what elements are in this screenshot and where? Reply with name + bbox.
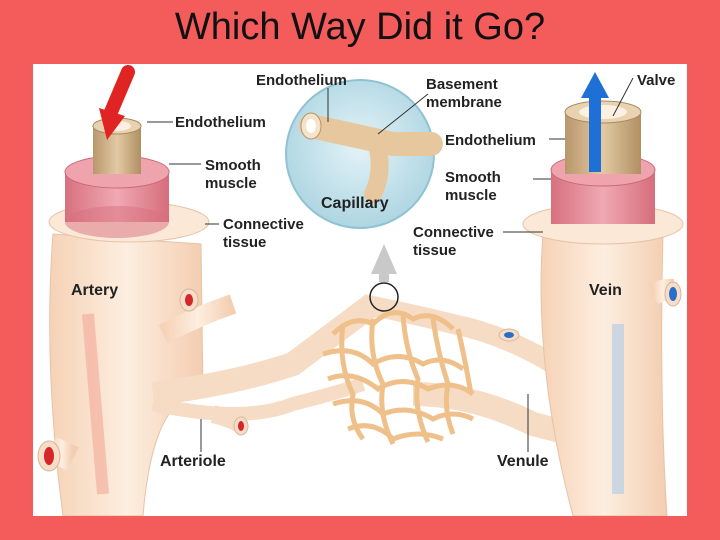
artery-vessel	[37, 65, 237, 516]
label-endothelium-artery: Endothelium	[175, 114, 266, 131]
capillary-callout	[285, 79, 443, 229]
label-arteriole: Arteriole	[160, 453, 226, 470]
label-smooth-muscle-vein-line2: muscle	[445, 187, 497, 204]
label-smooth-muscle-artery-line1: Smooth	[205, 157, 261, 174]
label-basement-line1: Basement	[426, 76, 498, 93]
leader-lines	[147, 77, 634, 452]
label-vein: Vein	[589, 282, 622, 299]
label-endothelium-capillary: Endothelium	[256, 72, 347, 89]
label-connective-artery-line2: tissue	[223, 234, 267, 251]
label-smooth-muscle-vein-line1: Smooth	[445, 169, 501, 186]
label-capillary: Capillary	[321, 195, 389, 212]
label-basement-line2: membrane	[426, 94, 502, 111]
slide-title: Which Way Did it Go?	[174, 6, 546, 48]
label-valve: Valve	[637, 72, 676, 89]
label-connective-vein-line1: Connective	[413, 224, 494, 241]
label-endothelium-vein: Endothelium	[445, 132, 536, 149]
label-connective-vein-line2: tissue	[413, 242, 457, 259]
label-artery: Artery	[71, 282, 119, 299]
label-venule: Venule	[497, 453, 549, 470]
diagram-panel: Endothelium Smooth muscle Connective tis…	[33, 64, 687, 516]
label-connective-artery-line1: Connective	[223, 216, 304, 233]
label-smooth-muscle-artery-line2: muscle	[205, 175, 257, 192]
capillary-network	[151, 244, 607, 456]
vein-vessel	[522, 72, 684, 516]
blood-vessel-diagram	[37, 65, 684, 516]
